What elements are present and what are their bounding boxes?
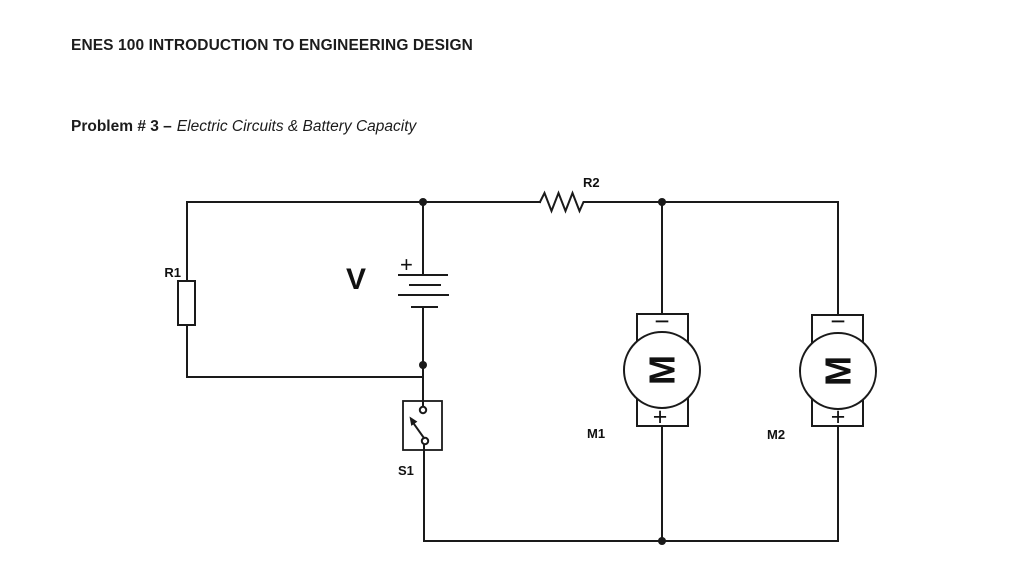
battery-plates [398,274,449,308]
junction-dot-motor1-top [658,198,666,206]
label-m1: M1 [587,426,605,441]
problem-topic: Electric Circuits & Battery Capacity [176,118,417,135]
motor1-minus-terminal: − [654,306,669,336]
label-r2: R2 [583,175,600,190]
motor2-circle [799,332,877,410]
wire-switch-to-bottom-bus [423,443,839,542]
problem-number: Problem # 3 – [71,118,172,135]
course-title: ENES 100 INTRODUCTION TO ENGINEERING DES… [71,37,473,54]
motor2-plus-terminal: + [831,403,846,431]
junction-dot-motor1-bottom [658,537,666,545]
motor2-minus-terminal: − [830,306,845,336]
wire-left-branch [186,201,424,378]
motor2-letter: M [818,356,859,386]
label-v: V [346,263,366,296]
label-s1: S1 [398,463,414,478]
switch-contact-bottom [420,436,430,446]
label-r1: R1 [164,265,181,280]
junction-dot-battery-top [419,198,427,206]
switch-box [402,400,443,451]
motor1-circle [623,331,701,409]
switch-lever-arrowhead [409,416,418,426]
resistor-r2-zigzag [538,190,586,214]
motor1-plus-terminal: + [653,403,668,431]
battery-plus-sign: + [400,252,413,277]
switch-contact-top [418,405,428,415]
problem-heading: Problem # 3 –Electric Circuits & Battery… [71,118,416,136]
motor1-letter: M [642,355,683,385]
resistor-r1-body [177,280,196,326]
label-m2: M2 [767,427,785,442]
switch-lever [412,422,426,440]
junction-dot-battery-bottom [419,361,427,369]
